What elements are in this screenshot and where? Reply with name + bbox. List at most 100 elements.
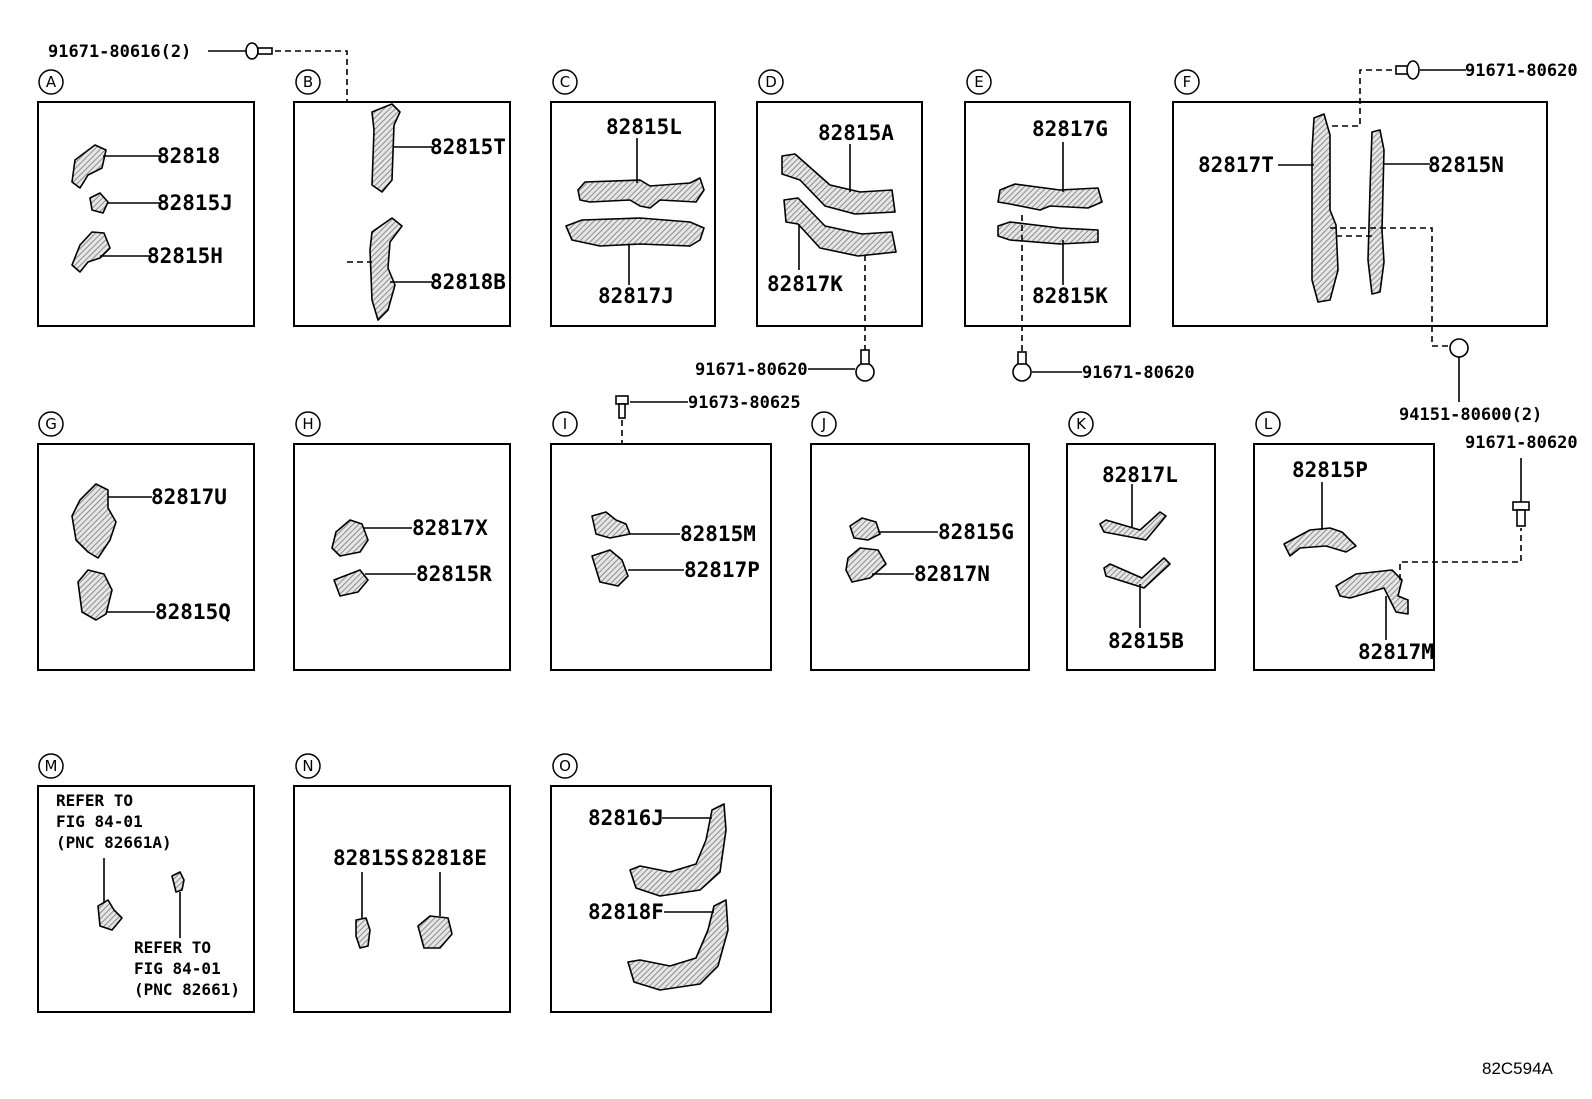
part-82817P-shape [591, 549, 629, 587]
part-82661A-shape [97, 899, 123, 931]
panel-n: N 82815S 82818E [293, 753, 511, 1013]
fastener-91671-80620-e-label: 91671-80620 [1082, 363, 1195, 383]
part-82815R-label: 82815R [416, 562, 492, 586]
part-82815M-label: 82815M [680, 522, 756, 546]
panel-f-letter: F [1183, 73, 1192, 91]
fastener-91671-80620-f: 91671-80620 [1332, 60, 1578, 127]
panel-j-box [810, 443, 1030, 671]
panel-o-letter: O [559, 757, 571, 775]
panel-j-letter: J [821, 415, 826, 433]
panel-i-letter: I [563, 415, 567, 433]
panel-j: J 82815G 82817N [810, 411, 1030, 671]
part-82815T-label: 82815T [430, 135, 506, 159]
part-82815Q-label: 82815Q [155, 600, 231, 624]
panel-f: F 82817T 82815N [1172, 69, 1548, 347]
part-82815L-label: 82815L [606, 115, 682, 139]
fastener-94151-80600: 94151-80600(2) [1399, 338, 1542, 425]
panel-g-box [37, 443, 255, 671]
part-82816J-label: 82816J [588, 806, 664, 830]
fastener-91671-80620-d-icon [855, 362, 875, 382]
panel-n-circle [295, 753, 321, 779]
panel-d-circle [758, 69, 784, 95]
fastener-91671-80620-d-label: 91671-80620 [695, 360, 808, 380]
part-82818E-shape [417, 915, 453, 949]
panel-i-box [550, 443, 772, 671]
panel-a: A 82818 82815J 82815H [37, 69, 255, 327]
part-82817M-shape [1335, 569, 1409, 615]
panel-m: M REFER TO FIG 84-01 (PNC 82661A) REFER … [37, 753, 255, 1013]
part-82815Q-shape [77, 569, 113, 621]
part-82817G-label: 82817G [1032, 117, 1108, 141]
panel-c: C 82815L 82817J [550, 69, 716, 327]
fastener-91671-80620-f-icon [1406, 60, 1420, 80]
panel-e: E 82817G 82815K [964, 69, 1131, 327]
panel-l-letter: L [1264, 415, 1273, 433]
refer-note-1-line-3: (PNC 82661A) [56, 833, 172, 852]
panel-f-box [1172, 101, 1548, 327]
panel-h-circle [295, 411, 321, 437]
panel-c-box [550, 101, 716, 327]
panel-d-letter: D [765, 73, 777, 91]
part-82815L-shape [577, 177, 705, 209]
part-82815N-shape [1367, 129, 1385, 295]
part-82817M-label: 82817M [1358, 640, 1434, 664]
fastener-91671-80616-label: 91671-80616(2) [48, 42, 191, 62]
panel-l: L 82815P 82817M [1253, 411, 1522, 671]
part-82818B-shape [369, 217, 403, 321]
panel-a-letter: A [46, 73, 57, 91]
panel-m-circle [38, 753, 64, 779]
panel-l-circle [1255, 411, 1281, 437]
part-82815J-shape [89, 192, 109, 214]
refer-note-1-line-2: FIG 84-01 [56, 812, 143, 831]
part-82815K-label: 82815K [1032, 284, 1108, 308]
part-82661-shape [171, 871, 185, 893]
panel-h-box [293, 443, 511, 671]
panel-g-letter: G [45, 415, 57, 433]
part-82817J-shape [565, 217, 705, 247]
part-82817U-label: 82817U [151, 485, 227, 509]
part-82815A-shape [781, 153, 896, 215]
part-82815M-shape [591, 511, 631, 539]
part-82817G-shape [997, 183, 1103, 211]
figure-code: 82C594A [1482, 1059, 1554, 1078]
refer-note-2-line-1: REFER TO [134, 938, 211, 957]
part-82817L-label: 82817L [1102, 463, 1178, 487]
panel-k: K 82817L 82815B [1066, 411, 1216, 671]
panel-m-letter: M [45, 757, 58, 775]
part-82817T-label: 82817T [1198, 153, 1274, 177]
panel-b-letter: B [303, 73, 313, 91]
fastener-91671-80620-l: 91671-80620 [1465, 433, 1578, 527]
panel-g: G 82817U 82815Q [37, 411, 255, 671]
fastener-91671-80620-e-icon [1012, 362, 1032, 382]
part-82815H-label: 82815H [147, 244, 223, 268]
panel-c-circle [552, 69, 578, 95]
panel-m-box [37, 785, 255, 1013]
part-82815N-label: 82815N [1428, 153, 1504, 177]
part-82817P-label: 82817P [684, 558, 760, 582]
panel-e-letter: E [974, 73, 983, 91]
fastener-91671-80620-d: 91671-80620 [695, 255, 875, 382]
fastener-91673-80625-label: 91673-80625 [688, 393, 801, 413]
panel-l-box [1253, 443, 1435, 671]
panel-k-letter: K [1076, 415, 1087, 433]
part-82818-label: 82818 [157, 144, 220, 168]
fastener-94151-80600-icon [1449, 338, 1469, 358]
part-82818-shape [71, 144, 107, 189]
panel-b-box [293, 101, 511, 327]
part-82815R-shape [333, 569, 369, 597]
part-82815P-shape [1283, 527, 1357, 557]
panel-g-circle [38, 411, 64, 437]
panel-o: O 82816J 82818F [550, 753, 772, 1013]
part-82815T-shape [371, 103, 401, 193]
panel-b: B 82815T 82818B [293, 69, 511, 327]
fastener-91671-80620-e: 91671-80620 [1012, 215, 1195, 383]
part-82815J-label: 82815J [157, 191, 233, 215]
panel-i: I 82815M 82817P [550, 411, 772, 671]
fastener-91673-80625-icon [615, 395, 629, 405]
part-82817K-label: 82817K [767, 272, 843, 296]
panel-d: D 82815A 82817K [756, 69, 923, 327]
panel-h-letter: H [302, 415, 313, 433]
part-82817K-shape [783, 197, 897, 257]
part-82815S-shape [355, 917, 371, 949]
